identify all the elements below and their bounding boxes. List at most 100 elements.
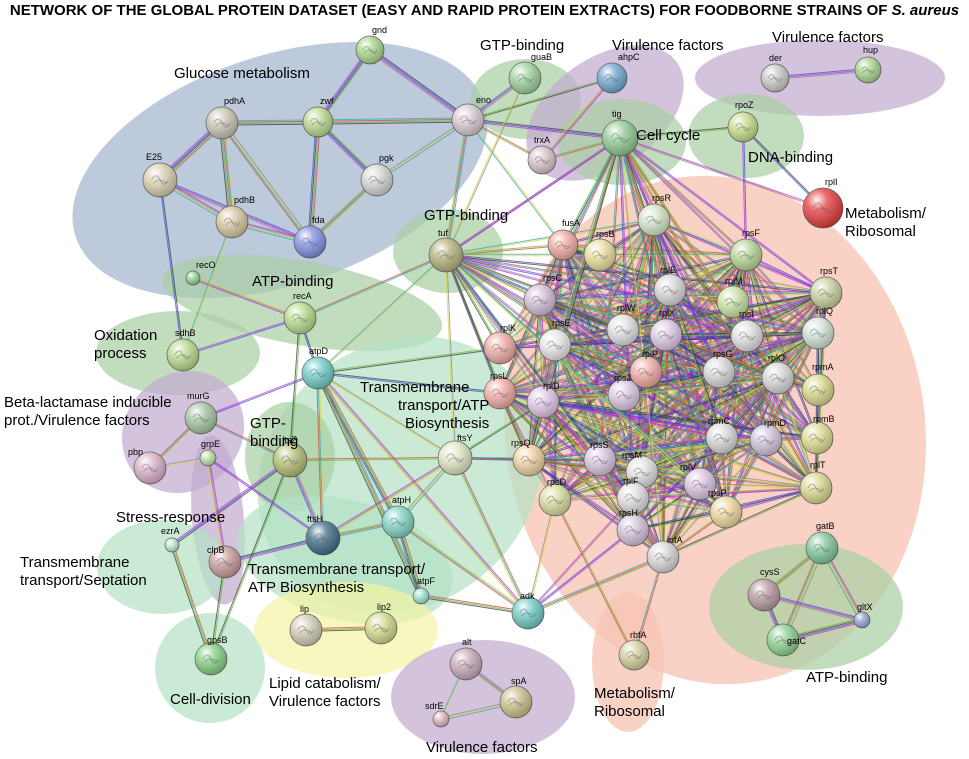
protein-node-trxA[interactable]: trxA: [527, 135, 557, 175]
protein-node-rpsG[interactable]: rpsG: [702, 349, 736, 389]
protein-node-gatC[interactable]: gatC: [766, 623, 807, 657]
node-structure-glyph: [755, 590, 773, 600]
protein-node-ezrA[interactable]: ezrA: [161, 526, 180, 553]
node-structure-glyph: [774, 635, 792, 645]
edge-rpsT-tig: [619, 137, 827, 294]
edge-atpD-ftsY: [317, 371, 456, 460]
protein-node-rpmB[interactable]: rpmB: [800, 414, 835, 455]
figure-title-text: NETWORK OF THE GLOBAL PROTEIN DATASET (E…: [9, 2, 892, 19]
node-label-rpsH: rpsH: [619, 508, 638, 518]
protein-node-rpsD[interactable]: rpsD: [538, 477, 572, 517]
protein-node-rplP[interactable]: rplP: [629, 349, 663, 389]
protein-node-murG[interactable]: murG: [184, 391, 218, 435]
protein-node-adk[interactable]: adk: [511, 591, 545, 630]
protein-node-rplK[interactable]: rplK: [483, 323, 517, 365]
protein-node-ftsY[interactable]: ftsY: [437, 433, 473, 476]
protein-node-lip2[interactable]: lip2: [364, 602, 398, 645]
edge-rplT-infA: [662, 486, 817, 559]
protein-node-rpsF[interactable]: rpsF: [729, 228, 763, 272]
protein-node-infA[interactable]: infA: [646, 535, 683, 574]
cluster-label-cellcycle: Cell cycle: [636, 127, 700, 144]
protein-node-atpH[interactable]: atpH: [381, 495, 415, 539]
protein-node-rplO[interactable]: rplO: [761, 353, 795, 395]
protein-node-rpsE[interactable]: rpsE: [538, 318, 572, 362]
protein-node-alt[interactable]: alt: [449, 637, 483, 681]
protein-node-rpmA[interactable]: rpmA: [801, 362, 835, 407]
protein-node-recO[interactable]: recO: [185, 260, 216, 286]
protein-node-gnd[interactable]: gnd: [355, 25, 387, 65]
protein-node-ahpC[interactable]: ahpC: [596, 52, 640, 94]
protein-node-pgk[interactable]: pgk: [360, 153, 394, 197]
protein-node-atpF[interactable]: atpF: [412, 576, 436, 605]
protein-node-sdrE[interactable]: sdrE: [425, 701, 450, 728]
protein-node-rpsL[interactable]: rpsL: [483, 371, 517, 410]
protein-node-rpsS[interactable]: rpsS: [583, 440, 617, 477]
protein-node-rplD[interactable]: rplD: [526, 381, 560, 419]
protein-node-rpsJ[interactable]: rpsJ: [607, 373, 641, 412]
protein-node-rpsQ[interactable]: rpsQ: [511, 438, 546, 477]
node-structure-glyph: [614, 325, 632, 335]
edge-tuf-rpsL: [444, 254, 502, 394]
protein-node-pbp[interactable]: pbp: [128, 447, 167, 485]
edge-E25-sdhB: [158, 179, 185, 356]
edge-ftsZ-gpsB: [209, 459, 292, 660]
protein-node-rpmD[interactable]: rpmD: [749, 418, 786, 457]
protein-node-der[interactable]: der: [760, 53, 790, 93]
edge-tig-rplI: [619, 136, 824, 210]
protein-node-grpE[interactable]: grpE: [199, 439, 220, 467]
protein-node-rpsM[interactable]: rpsM: [622, 450, 659, 489]
protein-node-rpsH[interactable]: rpsH: [616, 508, 650, 547]
edge-atpD-murG: [200, 371, 319, 420]
protein-node-rplT[interactable]: rplT: [799, 460, 833, 505]
protein-node-rpsT[interactable]: rpsT: [809, 266, 843, 310]
protein-node-E25[interactable]: E25: [142, 152, 178, 198]
protein-node-fusA[interactable]: fusA: [547, 218, 580, 261]
node-label-guaB: guaB: [531, 52, 552, 62]
protein-node-sdhB[interactable]: sdhB: [166, 328, 200, 372]
protein-node-tig[interactable]: tig: [601, 109, 639, 157]
protein-node-rplW[interactable]: rplW: [606, 303, 640, 347]
protein-node-spA[interactable]: spA: [499, 676, 533, 719]
protein-node-hup[interactable]: hup: [854, 45, 882, 84]
protein-node-rplF[interactable]: rplF: [616, 476, 650, 515]
protein-node-rplV[interactable]: rplV: [680, 462, 717, 501]
node-structure-glyph: [717, 507, 735, 517]
protein-node-gpsB[interactable]: gpsB: [194, 635, 228, 676]
protein-node-rpsB[interactable]: rpsB: [583, 229, 617, 272]
protein-node-rplX[interactable]: rplX: [649, 308, 683, 352]
protein-node-guaB[interactable]: guaB: [508, 52, 552, 95]
protein-node-cysS[interactable]: cysS: [747, 567, 781, 612]
protein-node-recA[interactable]: recA: [283, 291, 317, 335]
edge-atpH-adk: [396, 520, 530, 615]
protein-node-rbfA[interactable]: rbfA: [618, 630, 650, 671]
protein-node-gatB[interactable]: gatB: [805, 521, 839, 565]
protein-node-rpmC[interactable]: rpmC: [705, 416, 739, 455]
protein-node-rpsI[interactable]: rpsI: [730, 309, 764, 353]
protein-node-atpD[interactable]: atpD: [301, 346, 335, 390]
node-label-rpsJ: rpsJ: [614, 373, 631, 383]
protein-node-rplI[interactable]: rplI: [802, 177, 844, 229]
protein-node-eno[interactable]: eno: [451, 95, 491, 137]
protein-node-lip[interactable]: lip: [289, 604, 323, 647]
node-label-rpsI: rpsI: [739, 309, 754, 319]
protein-node-rplQ[interactable]: rplQ: [801, 306, 835, 350]
protein-node-fda[interactable]: fda: [293, 215, 327, 259]
edge-zwf-fda: [307, 121, 321, 243]
protein-node-rplE[interactable]: rplE: [653, 265, 687, 307]
protein-node-rpsC[interactable]: rpsC: [523, 273, 563, 317]
protein-node-gltX[interactable]: gltX: [853, 602, 873, 629]
protein-node-ftsH[interactable]: ftsH: [305, 514, 341, 556]
protein-node-tuf[interactable]: tuf: [428, 228, 464, 273]
node-structure-glyph: [301, 237, 319, 247]
node-label-rplI: rplI: [825, 177, 838, 187]
node-structure-glyph: [624, 493, 642, 503]
protein-node-rplM[interactable]: rplM: [716, 276, 750, 319]
protein-node-rpsP[interactable]: rpsP: [708, 488, 743, 529]
protein-node-rpoZ[interactable]: rpoZ: [727, 100, 759, 143]
protein-node-zwf[interactable]: zwf: [302, 96, 334, 138]
protein-node-rpsR[interactable]: rpsR: [637, 193, 672, 237]
protein-node-pdhA[interactable]: pdhA: [205, 96, 245, 140]
protein-node-pdhB[interactable]: pdhB: [215, 195, 255, 239]
protein-node-ftsZ[interactable]: ftsZ: [272, 435, 308, 478]
protein-node-clpB[interactable]: clpB: [207, 545, 242, 579]
